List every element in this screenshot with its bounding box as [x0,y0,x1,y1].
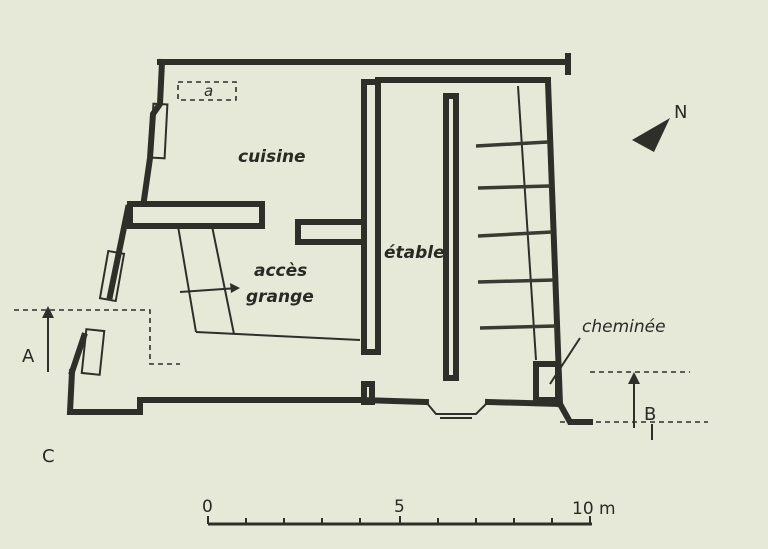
room-label-acces: accès [254,261,307,281]
section-line-a [14,309,180,365]
section-label-a: A [22,346,35,367]
stair-right [211,225,235,335]
section-lines [14,306,708,440]
element-label-a: a [204,82,213,100]
acces-arrow-head [230,283,240,293]
element-a-outline [177,81,237,101]
acces-arrow-line [179,287,239,293]
stair-left [177,225,197,333]
room-label-cheminee: cheminée [582,317,666,337]
window-lower [98,249,126,303]
stall-2 [477,184,551,190]
room-label-cuisine: cuisine [238,147,306,167]
window-sw [80,328,106,376]
stall-5 [479,324,557,330]
fireplace [533,361,561,403]
south-wall-east [484,398,593,425]
trough [443,93,459,381]
section-label-b: B [644,404,656,425]
south-door [425,401,489,415]
acces-arrow [179,283,240,293]
west-windows [80,102,169,376]
stall-rail [517,85,537,361]
room-label-grange: grange [246,287,314,307]
stall-4 [477,278,555,284]
stairs [177,225,361,341]
scale-label-0: 0 [202,497,213,517]
scale-bar: 0 5 10 m [202,497,616,526]
section-b-arrow-head [628,372,640,384]
north-arrow-icon [632,118,670,152]
cuisine-south-wall [127,201,265,229]
door-post-south [361,381,375,405]
stair-bottom [195,331,361,341]
section-label-c: C [42,446,55,467]
north-label: N [674,102,687,123]
section-a-arrow-head [42,306,54,318]
interior-walls [127,77,564,408]
stall-3 [477,230,553,238]
window-upper [149,102,169,160]
west-wall-upper [140,58,166,204]
stalls [475,85,557,361]
etable-east-wall [544,78,564,408]
cuisine-south-wall-east [295,219,367,245]
etable-west-wall [361,79,381,355]
room-label-etable: étable [384,243,445,263]
scale-label-10: 10 m [572,499,616,519]
fireplace-pointer [549,337,581,385]
stall-1 [475,140,549,148]
sw-corner [68,332,88,376]
scale-label-5: 5 [394,497,405,517]
